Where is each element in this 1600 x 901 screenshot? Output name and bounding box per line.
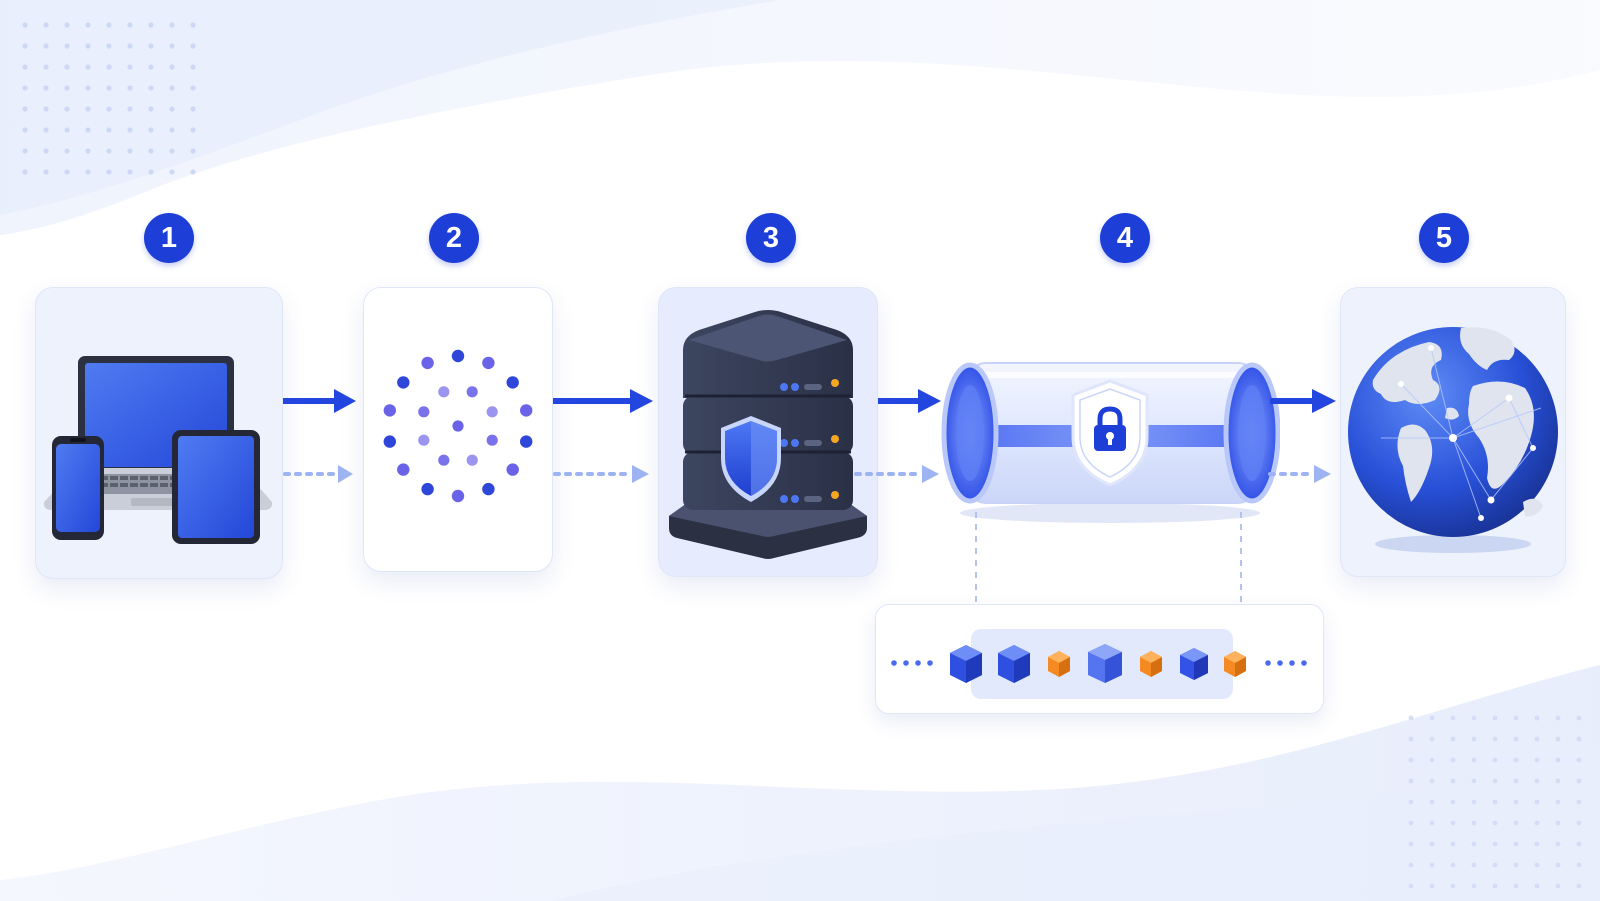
dot-ring-dot (421, 482, 434, 496)
dot-ring-dot (418, 434, 430, 446)
dot-ring-dot (438, 386, 450, 398)
dot-ring-dot (451, 349, 465, 363)
dot-ring-dot (418, 406, 430, 418)
dot-ring-icon (383, 349, 533, 503)
dot-ring-dot (438, 454, 450, 466)
dot-ring-dot (383, 404, 396, 417)
dot-ring-dot (486, 434, 498, 446)
step-4-badge: 4 (1100, 213, 1150, 263)
data-packets-icon (891, 629, 1307, 699)
dot-ring-dot (486, 406, 498, 418)
dot-ring-dot (520, 404, 533, 417)
dot-ring-dot (482, 356, 495, 370)
devices-icon (43, 356, 273, 544)
dot-ring-dot (466, 386, 478, 398)
encrypted-tunnel-icon (941, 362, 1280, 523)
dot-ring-card (363, 287, 553, 572)
globe-card (1340, 287, 1566, 577)
dot-ring-dot (397, 376, 410, 389)
devices-card (35, 287, 283, 579)
dot-ring-dot (383, 435, 396, 448)
dot-ring-dot (397, 463, 410, 476)
dot-ring-dot (466, 454, 478, 466)
data-packet-tray (875, 604, 1324, 714)
secure-server-icon (669, 310, 867, 559)
step-2-badge: 2 (429, 213, 479, 263)
dot-ring-dot (482, 482, 495, 496)
step-1-badge: 1 (144, 213, 194, 263)
dot-ring-dot (452, 420, 464, 432)
step-3-badge: 3 (746, 213, 796, 263)
globe-icon (1348, 327, 1558, 553)
dot-ring-dot (506, 376, 519, 389)
dot-ring-dot (506, 463, 519, 476)
dot-ring-dot (451, 489, 465, 503)
step-5-badge: 5 (1419, 213, 1469, 263)
server-card (658, 287, 878, 577)
dot-ring-dot (421, 356, 434, 370)
dot-ring-dot (520, 435, 533, 448)
